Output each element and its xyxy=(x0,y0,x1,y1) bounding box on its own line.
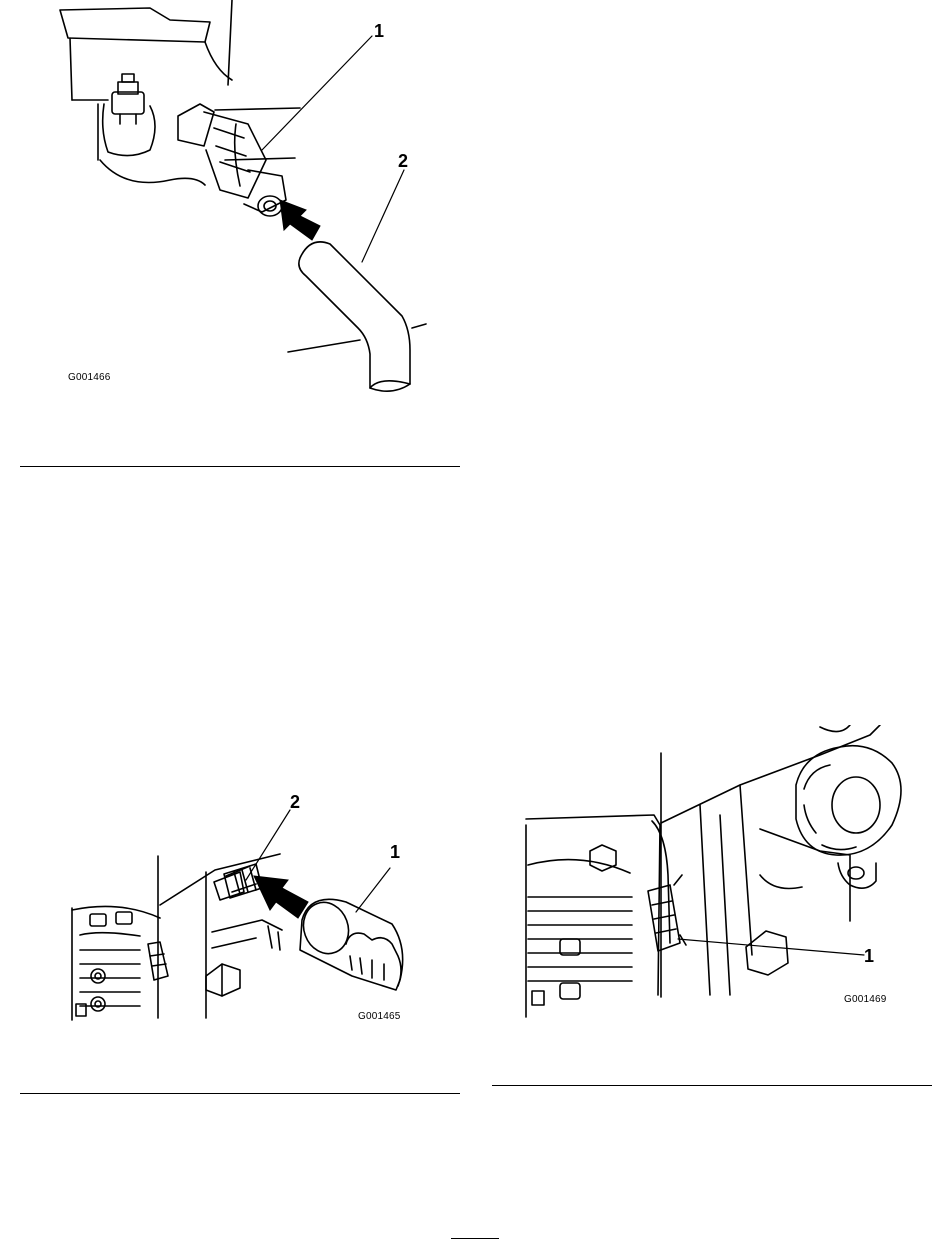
callout-1: 1 xyxy=(390,843,400,861)
callout-2: 2 xyxy=(398,152,408,170)
illustration-oil-sensor xyxy=(520,725,930,1025)
page-number-rule xyxy=(451,1238,499,1239)
callout-2: 2 xyxy=(290,793,300,811)
figure-hose-fitting: 1 2 G001466 xyxy=(0,0,470,440)
divider xyxy=(20,1093,460,1094)
callout-1: 1 xyxy=(374,22,384,40)
figure-code: G001466 xyxy=(68,373,111,383)
illustration-oil-filter xyxy=(0,780,470,1040)
figure-oil-sensor: 1 G001469 xyxy=(520,725,930,1025)
figure-code: G001465 xyxy=(358,1012,401,1022)
callout-1: 1 xyxy=(864,947,874,965)
figure-oil-filter: 2 1 G001465 xyxy=(0,780,470,1040)
divider xyxy=(20,466,460,467)
divider xyxy=(492,1085,932,1086)
figure-code: G001469 xyxy=(844,995,887,1005)
